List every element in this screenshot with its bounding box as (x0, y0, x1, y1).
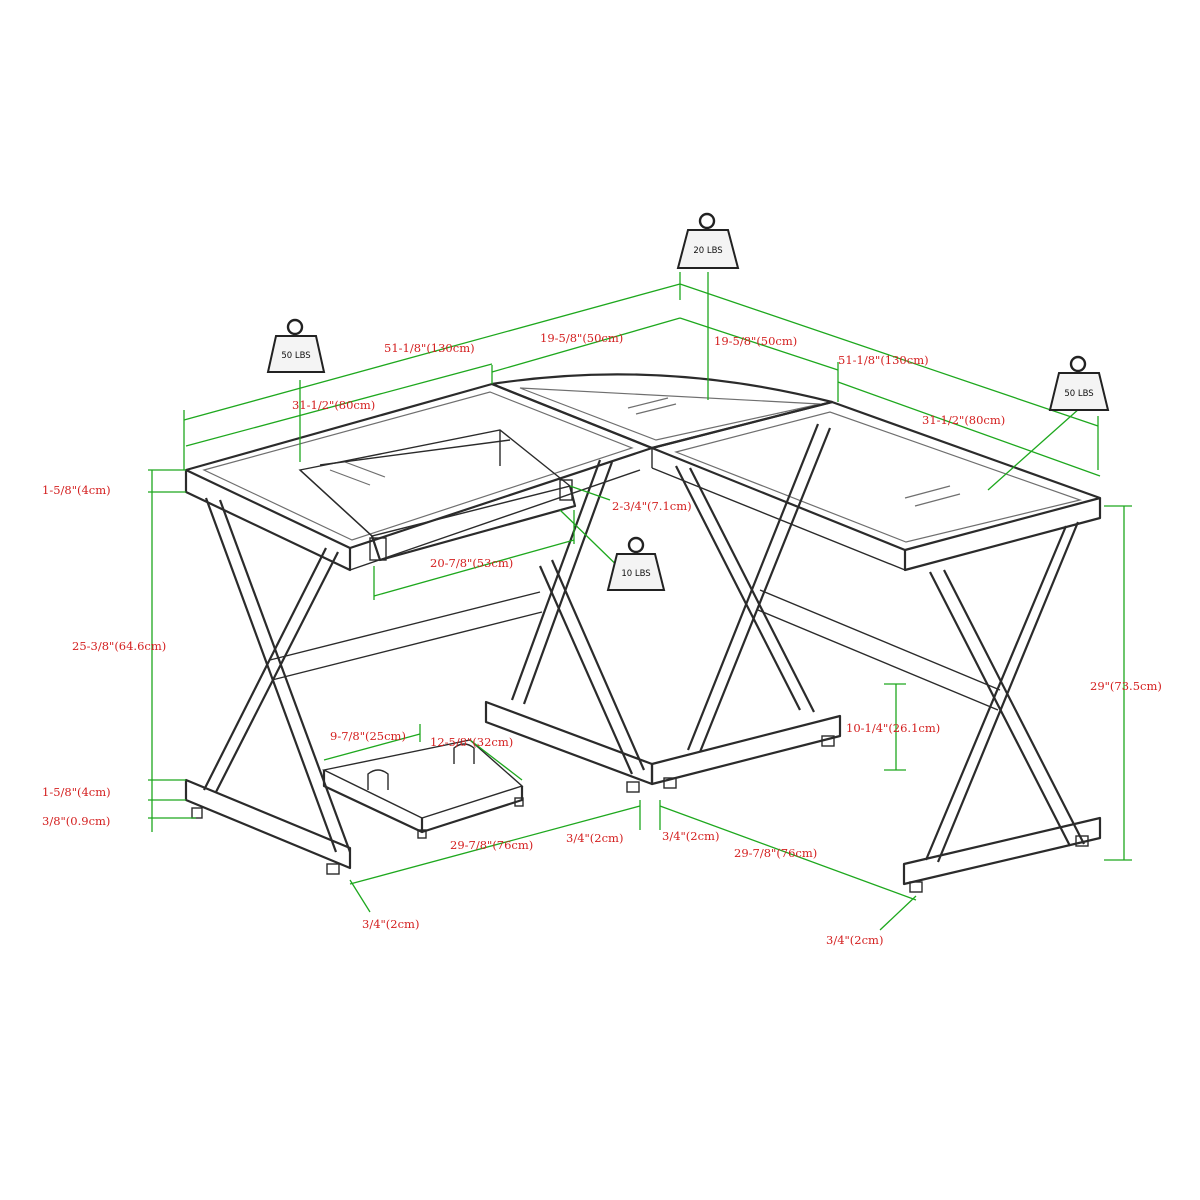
dim-right-depth: 31-1/2"(80cm) (922, 413, 1005, 427)
left-x-legs (184, 459, 646, 870)
dim-left-overall-width: 51-1/8"(130cm) (384, 341, 475, 355)
right-glass-panel (674, 411, 1083, 543)
dim-tray-width: 20-7/8"(53cm) (430, 556, 513, 570)
dim-leg-clear-height: 25-3/8"(64.6cm) (72, 639, 166, 653)
dim-base-thickness: 1-5/8"(4cm) (42, 785, 111, 799)
l-shaped-desk (184, 373, 1102, 893)
dim-left-leg-span: 29-7/8"(76cm) (450, 838, 533, 852)
dim-total-height: 29"(73.5cm) (1090, 679, 1162, 693)
weight-label-center: 20 LBS (693, 246, 722, 256)
dim-right-overall-width: 51-1/8"(130cm) (838, 353, 929, 367)
dim-left-inner-width: 19-5/8"(50cm) (540, 331, 623, 345)
weight-icon-right: 50 LBS (1048, 355, 1110, 411)
right-desktop-front-edge (903, 498, 1102, 572)
dim-tray-depth: 2-3/4"(7.1cm) (612, 499, 692, 513)
dim-cpu-stand-depth: 12-5/8"(32cm) (430, 735, 513, 749)
left-desktop (184, 382, 654, 550)
cpu-stand (321, 739, 524, 839)
weight-icon-center: 20 LBS (676, 212, 740, 269)
weight-icon-left: 50 LBS (266, 318, 326, 373)
dimension-lines (148, 272, 1132, 931)
dim-cpu-stand-width: 9-7/8"(25cm) (330, 729, 406, 743)
dim-corner-gap-left: 3/4"(2cm) (566, 831, 623, 845)
corner-desktop (490, 373, 834, 450)
dim-right-inner-width: 19-5/8"(50cm) (714, 334, 797, 348)
leveling-feet (191, 735, 1089, 893)
dim-right-foot-offset: 3/4"(2cm) (826, 933, 883, 947)
left-glass-panel (202, 391, 634, 541)
left-desktop-front-edge (184, 470, 352, 572)
dim-top-thickness: 1-5/8"(4cm) (42, 483, 111, 497)
dim-foot-height: 3/8"(0.9cm) (42, 814, 110, 828)
corner-glass-panel (519, 387, 821, 441)
dim-right-leg-span: 29-7/8"(76cm) (734, 846, 817, 860)
dimension-labels: 51-1/8"(130cm) 19-5/8"(50cm) 19-5/8"(50c… (42, 331, 1162, 947)
dim-left-depth: 31-1/2"(80cm) (292, 398, 375, 412)
dim-corner-gap-right: 3/4"(2cm) (662, 829, 719, 843)
weight-label-right: 50 LBS (1064, 389, 1093, 399)
dim-left-foot-offset: 3/4"(2cm) (362, 917, 419, 931)
weight-label-left: 50 LBS (281, 351, 310, 361)
weight-icon-keyboard: 10 LBS (606, 536, 666, 591)
right-x-legs (902, 521, 1102, 886)
dim-shelf-height: 10-1/4"(26.1cm) (846, 721, 940, 735)
weight-label-keyboard: 10 LBS (621, 569, 650, 579)
center-x-legs (484, 423, 1001, 786)
